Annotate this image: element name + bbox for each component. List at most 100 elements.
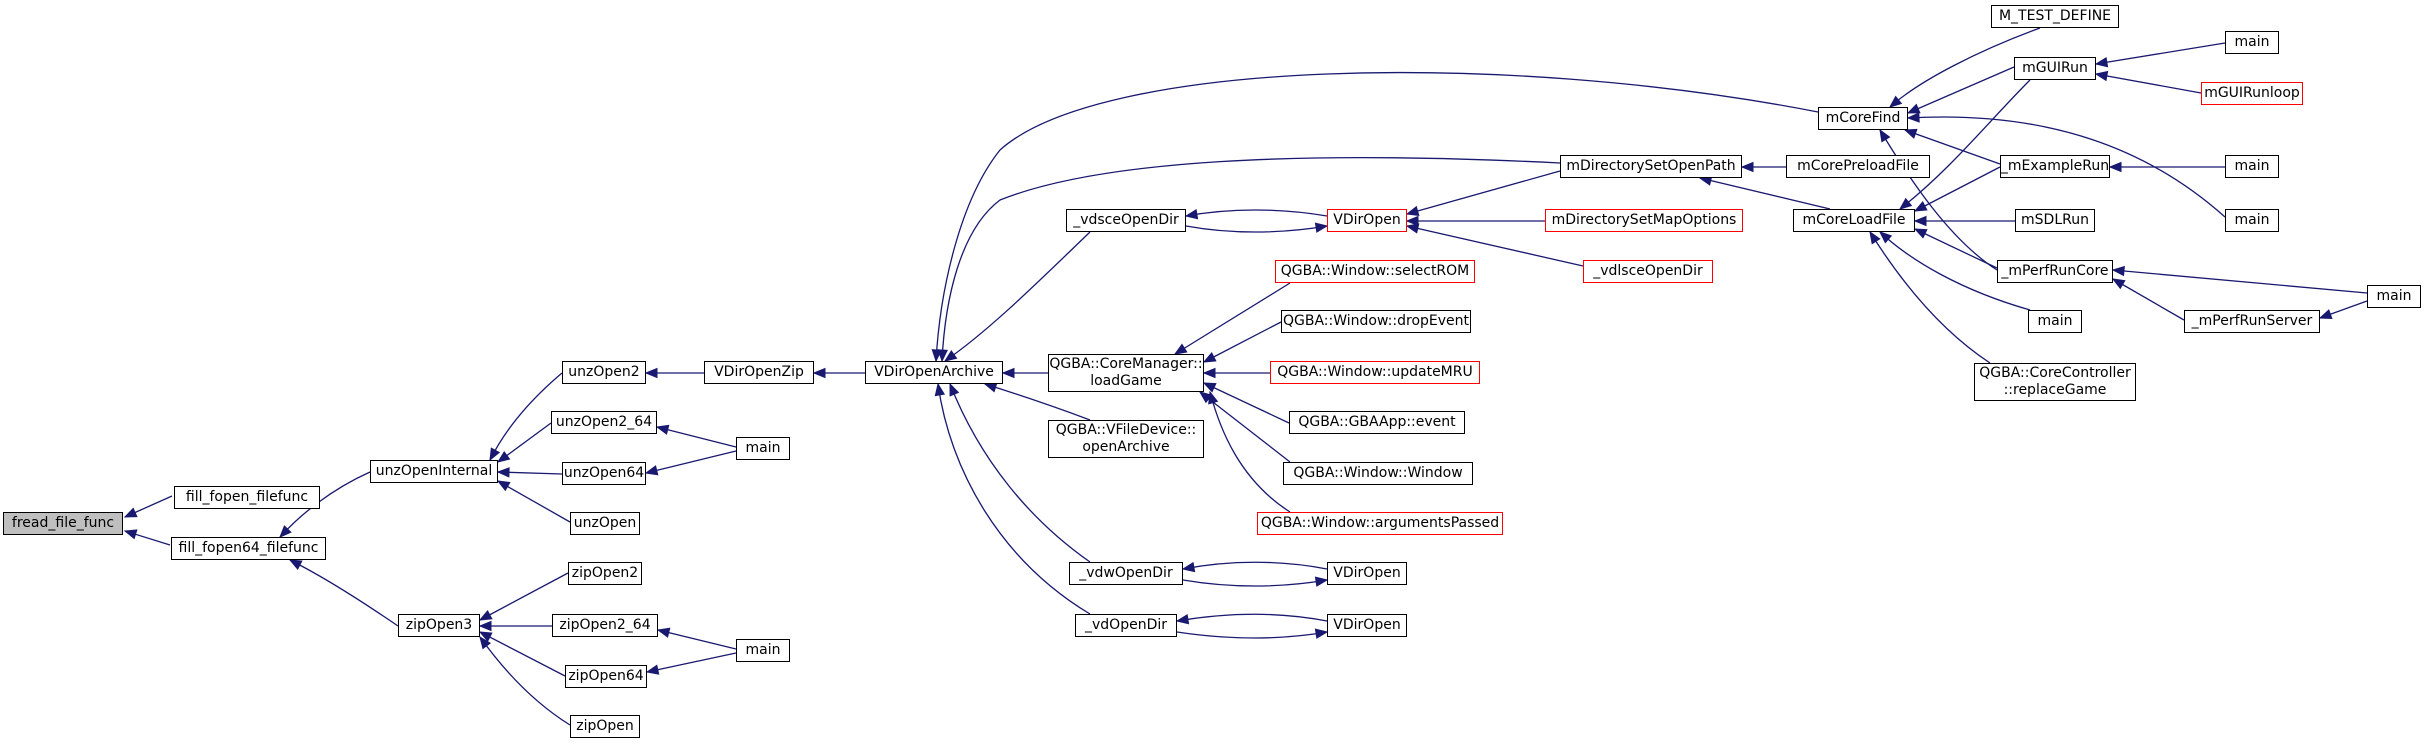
node-mguirunloop[interactable]: mGUIRunloop: [2201, 82, 2303, 105]
node-mperfruncore[interactable]: _mPerfRunCore: [1997, 260, 2113, 283]
node-main-example[interactable]: main: [2225, 155, 2279, 178]
node-mcorefind[interactable]: mCoreFind: [1818, 107, 1908, 130]
node-mdirectorysetmapoptions[interactable]: mDirectorySetMapOptions: [1545, 209, 1743, 232]
edge-arrowhead: [644, 367, 658, 379]
node-vdiropen-d[interactable]: VDirOpen: [1327, 614, 1407, 637]
call-edge: [1698, 175, 1831, 210]
edge-arrowhead: [931, 349, 943, 363]
call-edge: [1185, 222, 1329, 233]
edge-line: [657, 629, 737, 650]
node-zipopen2-64[interactable]: zipOpen2_64: [552, 614, 658, 637]
node-mcoreloadfile[interactable]: mCoreLoadFile: [1793, 209, 1915, 232]
node-mexamplerun[interactable]: _mExampleRun: [2000, 155, 2110, 178]
call-edge: [1879, 231, 2031, 311]
node-vdopendir[interactable]: _vdOpenDir: [1075, 614, 1177, 637]
edge-line: [1182, 561, 1328, 570]
edge-line: [1209, 391, 1291, 513]
call-edge: [123, 495, 173, 518]
edge-arrowhead: [2094, 56, 2109, 68]
node-zipopen2[interactable]: zipOpen2: [568, 562, 642, 585]
node-window-selectrom[interactable]: QGBA::Window::selectROM: [1275, 260, 1475, 283]
edge-line: [1185, 209, 1328, 217]
node-window-argumentspassed[interactable]: QGBA::Window::argumentsPassed: [1257, 512, 1503, 535]
call-edge: [1405, 170, 1561, 216]
edge-line: [1907, 116, 2226, 218]
edge-line: [1406, 170, 1561, 215]
node-window-window[interactable]: QGBA::Window::Window: [1283, 462, 1473, 485]
node-vdiropenzip[interactable]: VDirOpenZip: [704, 361, 814, 384]
call-edge: [2318, 300, 2368, 320]
node-main-load[interactable]: main: [2028, 310, 2082, 333]
edge-line: [1914, 166, 2001, 212]
edge-arrowhead: [1898, 197, 1913, 210]
node-coremanager-loadgame[interactable]: QGBA::CoreManager:: loadGame: [1048, 354, 1204, 392]
node-window-updatemru[interactable]: QGBA::Window::updateMRU: [1270, 361, 1480, 384]
node-unzopen64[interactable]: unzOpen64: [562, 462, 646, 485]
node-gbaapp-event[interactable]: QGBA::GBAApp::event: [1289, 411, 1465, 434]
node-mdirectorysetopenpath[interactable]: mDirectorySetOpenPath: [1560, 155, 1742, 178]
call-edge: [1906, 66, 2015, 114]
call-edge: [478, 620, 552, 632]
edge-arrowhead: [1405, 205, 1420, 216]
node-mcorepreloadfile[interactable]: mCorePreloadFile: [1786, 155, 1930, 178]
call-edge: [1906, 112, 2226, 218]
node-unzopen2-64[interactable]: unzOpen2_64: [551, 411, 657, 434]
edge-line: [944, 231, 1091, 362]
node-vfiledevice-openarchive[interactable]: QGBA::VFileDevice:: openArchive: [1048, 420, 1204, 458]
node-window-dropevent[interactable]: QGBA::Window::dropEvent: [1281, 310, 1471, 333]
node-vdiropenarchive[interactable]: VDirOpenArchive: [865, 361, 1003, 384]
node-zipopen[interactable]: zipOpen: [570, 715, 640, 738]
call-edge: [496, 467, 563, 478]
edge-line: [1879, 231, 2031, 311]
node-unzopen[interactable]: unzOpen: [570, 512, 640, 535]
edge-line: [1176, 631, 1328, 639]
edge-arrowhead: [123, 529, 138, 540]
node-m-test-define[interactable]: M_TEST_DEFINE: [1991, 5, 2119, 28]
call-edge: [1198, 391, 1291, 463]
edge-arrowhead: [644, 465, 659, 476]
node-main-perf[interactable]: main: [2367, 285, 2421, 308]
edge-line: [2095, 42, 2226, 65]
edge-arrowhead: [2108, 161, 2122, 173]
call-edge: [288, 559, 399, 627]
node-main-sdl[interactable]: main: [2225, 209, 2279, 232]
node-fill-fopen64-filefunc[interactable]: fill_fopen64_filefunc: [171, 537, 326, 560]
node-vdsceopendir[interactable]: _vdsceOpenDir: [1066, 209, 1186, 232]
node-vdlsceopendir[interactable]: _vdlsceOpenDir: [1583, 260, 1713, 283]
call-edge: [1879, 128, 1998, 271]
edge-line: [497, 480, 571, 523]
call-edge: [478, 572, 569, 621]
edge-line: [1914, 228, 1998, 269]
call-edge: [1202, 382, 1290, 424]
node-zipopen3[interactable]: zipOpen3: [398, 614, 480, 637]
call-edge: [1913, 166, 2001, 212]
node-main-zip[interactable]: main: [736, 639, 790, 662]
node-mperfrunserver[interactable]: _mPerfRunServer: [2184, 310, 2320, 333]
edge-arrowhead: [496, 467, 510, 478]
edge-arrowhead: [943, 350, 958, 362]
edge-line: [479, 631, 566, 677]
edge-arrowhead: [288, 559, 303, 570]
edge-arrowhead: [1903, 128, 1918, 139]
node-msdlrun[interactable]: mSDLRun: [2015, 209, 2095, 232]
node-corecontroller-replacegame[interactable]: QGBA::CoreController ::replaceGame: [1974, 363, 2136, 401]
node-mguirun[interactable]: mGUIRun: [2014, 57, 2096, 80]
edge-arrowhead: [2111, 278, 2126, 290]
call-edge: [489, 372, 563, 462]
edge-arrowhead: [1869, 230, 1881, 245]
edge-line: [656, 426, 737, 448]
node-main-gui[interactable]: main: [2225, 31, 2279, 54]
edge-line: [479, 636, 571, 726]
edge-line: [1699, 177, 1831, 210]
node-fill-fopen-filefunc[interactable]: fill_fopen_filefunc: [174, 486, 320, 509]
node-zipopen64[interactable]: zipOpen64: [565, 665, 647, 688]
node-unzopen2[interactable]: unzOpen2: [562, 361, 646, 384]
edge-arrowhead: [1314, 222, 1329, 233]
node-main-unz[interactable]: main: [736, 437, 790, 460]
node-unzopeninternal[interactable]: unzOpenInternal: [370, 460, 498, 483]
node-vdwopendir[interactable]: _vdwOpenDir: [1069, 562, 1183, 585]
node-vdiropen-w[interactable]: VDirOpen: [1327, 562, 1407, 585]
call-edge: [812, 367, 865, 379]
node-vdiropen-red[interactable]: VDirOpen: [1327, 209, 1407, 232]
